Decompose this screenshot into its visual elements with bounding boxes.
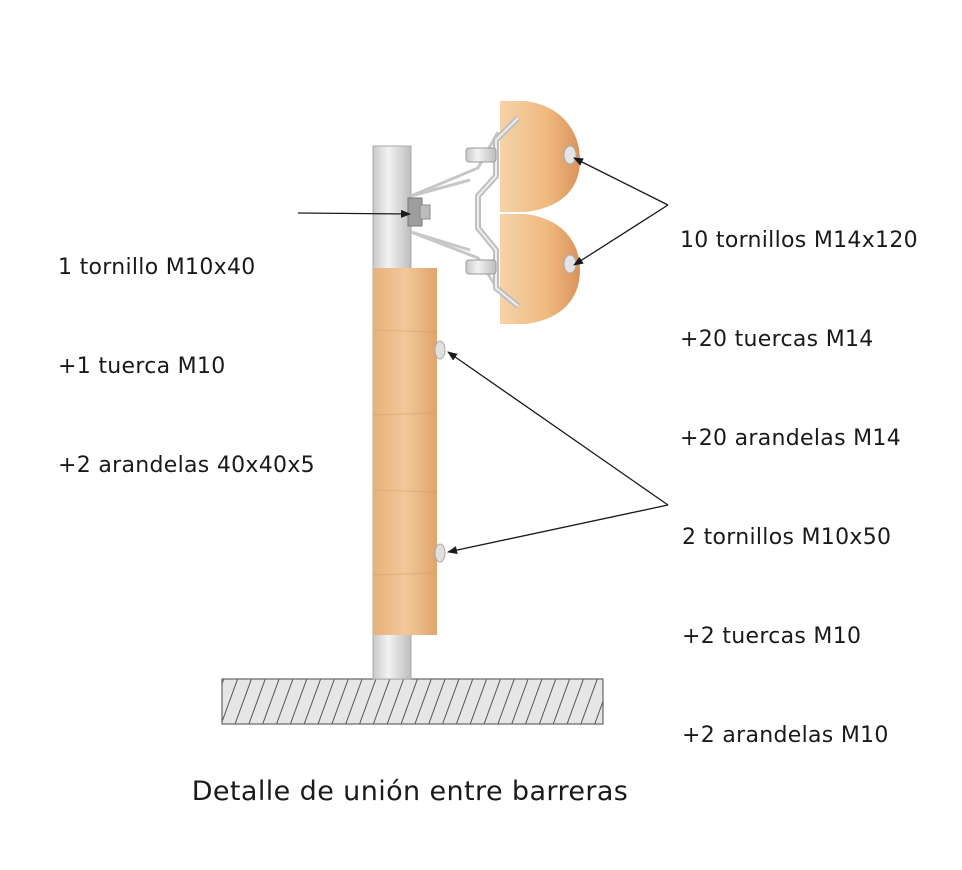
callout-post-bolts: 2 tornillos M10x50 +2 tuercas M10 +2 ara… [682,455,891,818]
callout-line: 2 tornillos M10x50 [682,525,892,550]
barrier-bolt [407,197,431,227]
rail-lower [500,214,580,324]
rail-bolt-upper [465,145,577,165]
figure-caption: Detalle de unión entre barreras [191,776,629,807]
arrow-barrier-bolt [297,209,411,218]
post-bolt-lower [434,543,446,563]
callout-barrier-bolt: 1 tornillo M10x40 +1 tuerca M10 +2 arand… [58,185,315,548]
callout-line: +2 arandelas 40x40x5 [58,453,315,478]
callout-line: 10 tornillos M14x120 [680,228,918,253]
callout-rail-bolts: 10 tornillos M14x120 +20 tuercas M14 +20… [680,158,918,521]
timber-post [373,268,437,635]
connection-strap [410,131,500,291]
callout-line: +1 tuerca M10 [58,354,226,379]
rail-bolt-lower [465,254,577,275]
ground-hatch [221,678,604,725]
callout-line: +2 arandelas M10 [682,723,889,748]
callout-line: 1 tornillo M10x40 [58,255,256,280]
arrow-post-bolt-lower [447,504,669,555]
callout-line: +2 tuercas M10 [682,624,862,649]
arrow-post-bolt-upper [447,351,669,506]
rail-upper [500,101,580,212]
callout-line: +20 arandelas M14 [680,426,901,451]
leader-lines [297,157,669,555]
post-bolt-upper [434,340,446,360]
callout-line: +20 tuercas M14 [680,327,874,352]
arrow-rail-bolt-lower [573,204,669,266]
arrow-rail-bolt-upper [573,157,669,206]
